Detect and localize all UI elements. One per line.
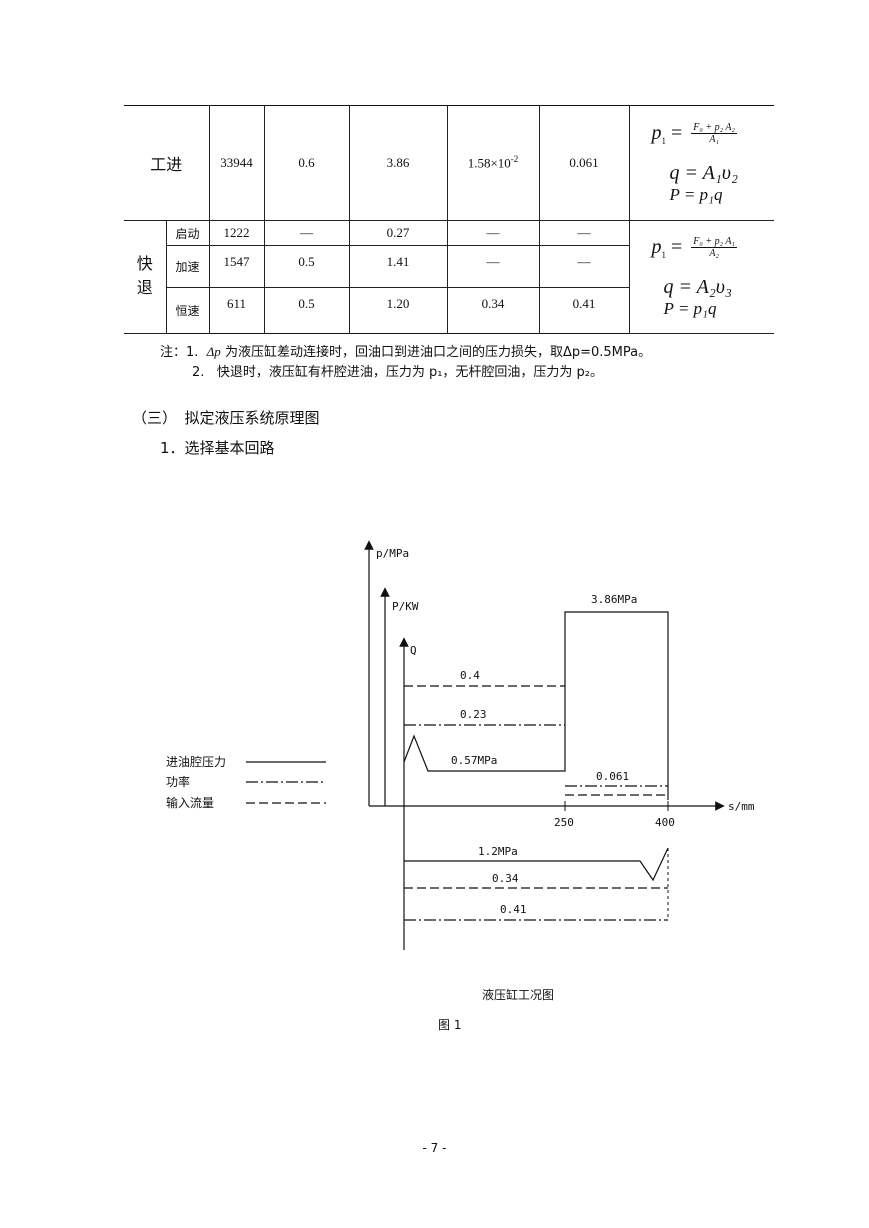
figure-label: 图 1 [438,1018,461,1032]
tick-label-400: 400 [655,816,675,829]
cell: 0.34 [446,287,540,334]
label-1.2MPa: 1.2MPa [478,845,518,858]
page-number: - 7 - [422,1141,447,1155]
sub-label: 加速 [166,245,210,288]
formula-P-line: P = p₁q [669,184,723,204]
cell: — [446,220,540,246]
table-row-jiasu: 加速 1547 0.5 1.41 — — [124,245,774,288]
subsection-heading: 1．选择基本回路 [160,439,275,457]
chart-caption: 液压缸工况图 [482,987,554,1002]
table-row-hengsu: 恒速 611 0.5 1.20 0.34 0.41 [124,287,774,334]
sub-label: 启动 [165,220,210,246]
label-0.061: 0.061 [596,770,629,783]
cell: 0.5 [263,245,350,288]
pressure-line-return [404,847,669,882]
formula-q-line: q = A₂υ₃ [663,275,732,298]
cell: — [538,245,629,288]
row-label-gongjin: 工进 [124,105,210,221]
legend-flow-label: 输入流量 [166,795,214,810]
label-0.23: 0.23 [460,708,487,721]
cell: 0.5 [263,287,350,334]
label-0.41: 0.41 [500,903,527,916]
note-2: 2. 快退时，液压缸有杆腔进油，压力为 p₁，无杆腔回油，压力为 p₂。 [192,365,604,380]
label-0.57MPa: 0.57MPa [451,754,497,767]
formula-q-line: q = A₁υ₂ [669,161,738,184]
Q-axis-label: Q [410,644,417,657]
p-axis-label: p/MPa [376,547,409,560]
P-axis-label: P/KW [392,600,419,613]
row-label-kuaitui: 快退 [124,220,167,334]
cell: 0.41 [538,287,629,334]
legend-pressure-label: 进油腔压力 [166,754,226,769]
label-3.86MPa: 3.86MPa [591,593,637,606]
label-0.34: 0.34 [492,872,519,885]
s-axis-label: s/mm [728,800,755,813]
cell: 0.27 [348,220,448,246]
tick-label-250: 250 [554,816,574,829]
cell: 1.41 [348,245,448,288]
cell-load: 33944 [208,105,265,221]
cell: 611 [208,287,265,334]
cylinder-parameter-table: 工进 33944 0.6 3.86 1.58×10-2 0.061 p1 = F… [124,105,774,334]
formula-P-line: P = p₁q [663,298,717,318]
legend: 进油腔压力 功率 输入流量 [166,754,326,810]
label-0.4: 0.4 [460,669,480,682]
pressure-line-forward [403,611,669,800]
cell: 3.86 [348,105,448,221]
legend-power-label: 功率 [166,774,190,789]
section-heading: （三） 拟定液压系统原理图 [132,409,320,427]
note-1: 注：1. Δp 为液压缸差动连接时，回油口到进油口之间的压力损失，取Δp=0.5… [160,344,652,360]
